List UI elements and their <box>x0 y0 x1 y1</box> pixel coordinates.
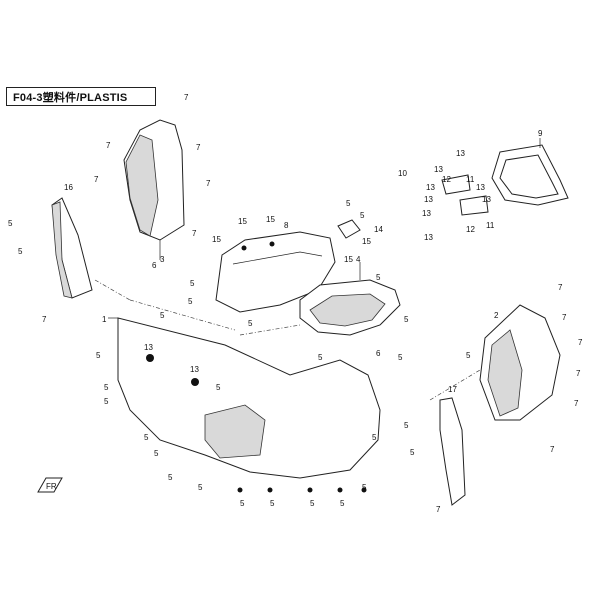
callout-5: 5 <box>404 315 409 324</box>
callout-6: 6 <box>152 261 157 270</box>
callout-7: 7 <box>94 175 99 184</box>
part-4-seat-tray <box>299 262 401 336</box>
callout-7: 7 <box>558 283 563 292</box>
callout-9: 9 <box>538 129 543 138</box>
callout-13: 13 <box>424 195 433 204</box>
callout-7: 7 <box>576 369 581 378</box>
callout-5: 5 <box>104 397 109 406</box>
callout-5: 5 <box>376 273 381 282</box>
diagram-title: F04-3塑料件/PLASTIS <box>13 91 128 104</box>
part-3-upper-fender <box>123 119 185 260</box>
callout-5: 5 <box>466 351 471 360</box>
callout-7: 7 <box>574 399 579 408</box>
callout-3: 3 <box>160 255 165 264</box>
callout-5: 5 <box>188 297 193 306</box>
callout-5: 5 <box>310 499 315 508</box>
callout-5: 5 <box>360 211 365 220</box>
fastener-markers <box>146 241 367 493</box>
callout-5: 5 <box>8 219 13 228</box>
part-2-right-panel <box>479 304 561 421</box>
callout-7: 7 <box>106 141 111 150</box>
callout-13: 13 <box>190 365 199 374</box>
callout-7: 7 <box>184 93 189 102</box>
callout-15: 15 <box>212 235 221 244</box>
callout-16: 16 <box>64 183 73 192</box>
callout-13: 13 <box>424 233 433 242</box>
callout-12: 12 <box>442 175 451 184</box>
callout-5: 5 <box>248 319 253 328</box>
callout-5: 5 <box>160 311 165 320</box>
callout-5: 5 <box>104 383 109 392</box>
callout-7: 7 <box>192 229 197 238</box>
callout-11: 11 <box>486 221 495 230</box>
callout-5: 5 <box>96 351 101 360</box>
callout-5: 5 <box>240 499 245 508</box>
callout-5: 5 <box>216 383 221 392</box>
callout-5: 5 <box>340 499 345 508</box>
callout-13: 13 <box>434 165 443 174</box>
callout-15: 15 <box>344 255 353 264</box>
forward-arrow-icon: FR <box>37 477 63 493</box>
callout-7: 7 <box>578 338 583 347</box>
callout-10: 10 <box>398 169 407 178</box>
callout-5: 5 <box>372 433 377 442</box>
part-9-rear-frame <box>491 138 569 206</box>
callout-labels: 7 7 7 7 7 16 7 5 5 3 7 15 15 15 8 6 5 5 … <box>8 93 583 514</box>
callout-6: 6 <box>376 349 381 358</box>
part-1-main-body <box>108 317 381 479</box>
callout-13: 13 <box>476 183 485 192</box>
callout-8: 8 <box>284 221 289 230</box>
callout-5: 5 <box>404 421 409 430</box>
callout-7: 7 <box>562 313 567 322</box>
callout-5: 5 <box>198 483 203 492</box>
callout-5: 5 <box>270 499 275 508</box>
callout-15: 15 <box>362 237 371 246</box>
callout-13: 13 <box>422 209 431 218</box>
part-14-bracket <box>337 219 361 239</box>
callout-5: 5 <box>346 199 351 208</box>
callout-5: 5 <box>154 449 159 458</box>
callout-4: 4 <box>356 255 361 264</box>
callout-7: 7 <box>196 143 201 152</box>
callout-7: 7 <box>206 179 211 188</box>
callout-7: 7 <box>436 505 441 514</box>
callout-7: 7 <box>550 445 555 454</box>
diagram-title-box: F04-3塑料件/PLASTIS <box>6 87 156 106</box>
callout-5: 5 <box>362 483 367 492</box>
callout-17: 17 <box>448 385 457 394</box>
callout-5: 5 <box>168 473 173 482</box>
callout-13: 13 <box>456 149 465 158</box>
callout-14: 14 <box>374 225 383 234</box>
callout-5: 5 <box>398 353 403 362</box>
part-8-seat <box>215 231 336 313</box>
assembly-dashed-lines <box>94 279 481 401</box>
forward-label: FR <box>46 482 57 491</box>
callout-13: 13 <box>482 195 491 204</box>
callout-5: 5 <box>144 433 149 442</box>
callout-5: 5 <box>318 353 323 362</box>
callout-11: 11 <box>466 175 475 184</box>
callout-5: 5 <box>190 279 195 288</box>
callout-13: 13 <box>426 183 435 192</box>
part-17-side-strip <box>439 397 466 506</box>
callout-5: 5 <box>410 448 415 457</box>
callout-5: 5 <box>18 247 23 256</box>
callout-2: 2 <box>494 311 499 320</box>
callout-13: 13 <box>144 343 153 352</box>
callout-15: 15 <box>238 217 247 226</box>
callout-12: 12 <box>466 225 475 234</box>
callout-7: 7 <box>42 315 47 324</box>
callout-1: 1 <box>102 315 107 324</box>
callout-15: 15 <box>266 215 275 224</box>
part-12-hinge <box>441 174 489 216</box>
part-16-side-strip <box>51 197 93 299</box>
